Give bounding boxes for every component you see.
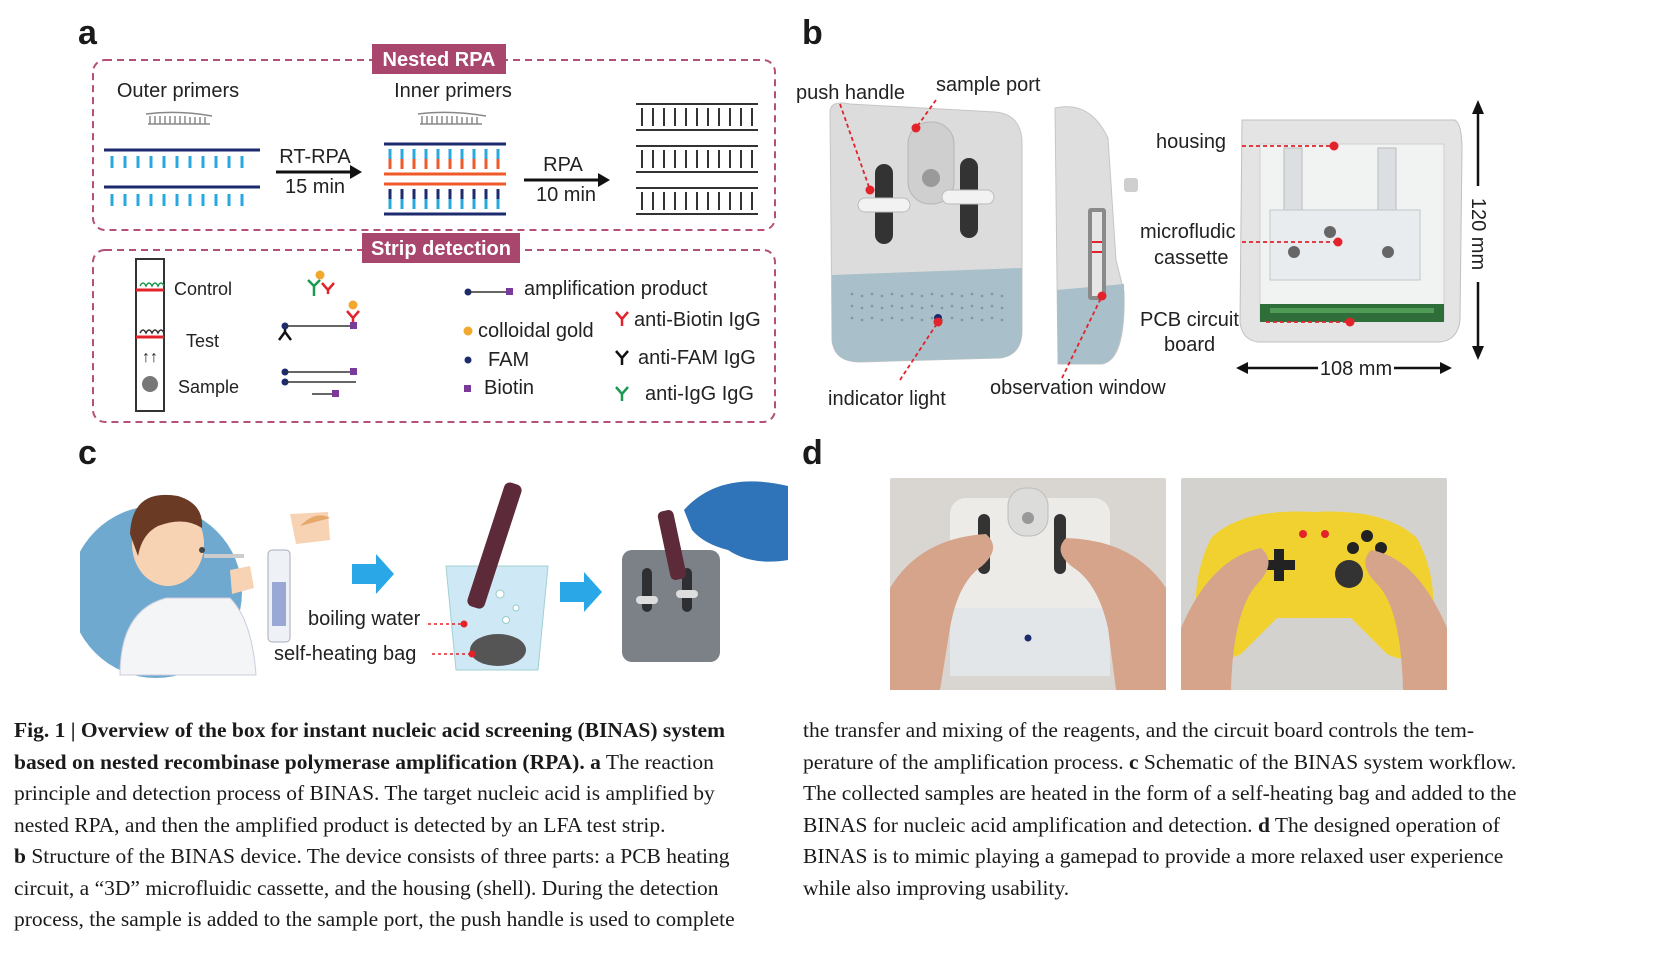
caption-letter-c: c <box>1128 749 1139 774</box>
width-dimension: 108 mm <box>1236 358 1452 380</box>
boiling-cup-illustration <box>445 482 549 671</box>
sample-label: Sample <box>178 377 239 397</box>
step2-label-bottom: 10 min <box>536 184 596 206</box>
test-label: Test <box>186 331 219 351</box>
caption-right-line-2: perature of the amplification process. c… <box>803 747 1593 779</box>
legend-colloidal-gold: colloidal gold <box>478 320 594 342</box>
legend-anti-biotin: anti-Biotin IgG <box>634 309 761 331</box>
label-leaders <box>839 99 1350 381</box>
flow-arrows: ↑↑ <box>142 349 158 366</box>
panel-d-letter: d <box>802 434 823 472</box>
caption-line-2: based on nested recombinase polymerase a… <box>14 747 784 779</box>
panel-c-workflow: boiling water self-heating bag <box>80 481 788 678</box>
caption-right-line-3: The collected samples are heated in the … <box>803 781 1517 805</box>
legend-biotin: Biotin <box>484 377 534 399</box>
label-indicator-light: indicator light <box>828 388 946 410</box>
caption-right-line-6: while also improving usability. <box>803 875 1070 900</box>
step1-label-bottom: 15 min <box>285 176 345 198</box>
control-label: Control <box>174 279 232 299</box>
caption-line-7: process, the sample is added to the samp… <box>14 907 735 931</box>
width-label: 108 mm <box>1320 358 1392 380</box>
workflow-arrow-2 <box>560 572 602 612</box>
panel-b-device: push handle sample port indicator light … <box>796 74 1489 410</box>
photo-binas-in-hands <box>890 478 1166 690</box>
caption-letter-d: d <box>1257 812 1270 837</box>
inner-primer-glyph <box>417 111 487 125</box>
device-front-view <box>829 102 1023 363</box>
legend-anti-fam: anti-FAM IgG <box>638 347 756 369</box>
label-observation-window: observation window <box>990 377 1166 399</box>
caption-right-column: the transfer and mixing of the reagents,… <box>803 715 1593 904</box>
caption-right-line-4: BINAS for nucleic acid amplification and… <box>803 810 1593 842</box>
label-push-handle: push handle <box>796 82 905 104</box>
person-swabbing-illustration <box>80 494 257 678</box>
photo-gamepad-in-hands <box>1181 478 1447 690</box>
device-with-glove-illustration <box>622 481 788 662</box>
caption-letter-a: a <box>590 749 601 774</box>
label-self-heating-bag: self-heating bag <box>274 643 416 665</box>
outer-primer-glyph <box>145 111 213 125</box>
caption-r4a: BINAS for nucleic acid amplification and… <box>803 812 1258 837</box>
label-pcb-1: PCB circuit <box>1140 309 1239 331</box>
caption-line-3: principle and detection process of BINAS… <box>14 781 715 805</box>
caption-line-1: Fig. 1 | Overview of the box for instant… <box>14 715 784 747</box>
panel-a-letter: a <box>78 14 97 52</box>
amplified-dna <box>636 103 758 215</box>
caption-line-6: circuit, a “3D” microfluidic cassette, a… <box>14 875 719 900</box>
control-complex <box>307 270 335 296</box>
device-internal-view <box>1239 119 1463 343</box>
nested-rpa-title-bg <box>372 44 506 74</box>
caption-right-line-1: the transfer and mixing of the reagents,… <box>803 718 1475 742</box>
label-boiling-water: boiling water <box>308 608 421 630</box>
height-label: 120 mm <box>1467 198 1489 270</box>
caption-b-text: Structure of the BINAS device. The devic… <box>25 844 730 868</box>
caption-r2b: Schematic of the BINAS system workflow. <box>1138 749 1517 774</box>
height-dimension: 120 mm <box>1467 100 1489 360</box>
step2-label-top: RPA <box>543 154 583 176</box>
template-dna <box>104 148 260 206</box>
caption-r2a: perature of the amplification process. <box>803 749 1129 774</box>
sample-tube-illustration <box>267 512 330 643</box>
legend-anti-igg: anti-IgG IgG <box>645 383 754 405</box>
strip-title: Strip detection <box>371 238 511 260</box>
nested-rpa-title: Nested RPA <box>383 49 496 71</box>
device-side-view <box>1054 106 1138 365</box>
strip-title-bg <box>362 233 520 263</box>
caption-line-5: b Structure of the BINAS device. The dev… <box>14 841 784 873</box>
legend-amplification-product: amplification product <box>524 278 708 300</box>
label-microfluidic: microfludic <box>1140 221 1236 243</box>
sample-dot <box>142 376 158 392</box>
sample-products <box>281 368 357 397</box>
outer-primers-label: Outer primers <box>117 80 239 102</box>
label-pcb-2: board <box>1164 334 1215 356</box>
caption-left-column: Fig. 1 | Overview of the box for instant… <box>14 715 784 936</box>
label-housing: housing <box>1156 131 1226 153</box>
caption-a-text: The reaction <box>600 749 714 774</box>
panel-c-letter: c <box>78 434 97 472</box>
caption-fig-label: Fig. 1 | <box>14 718 81 742</box>
caption-title-part2: based on nested recombinase polymerase a… <box>14 749 585 774</box>
legend: amplification product colloidal gold FAM… <box>463 278 761 405</box>
caption-right-line-5: BINAS is to mimic playing a gamepad to p… <box>803 844 1504 868</box>
c-leaders <box>428 623 472 655</box>
inner-primers-label: Inner primers <box>394 80 512 102</box>
intermediate-dna <box>384 142 506 216</box>
label-sample-port: sample port <box>936 74 1041 96</box>
label-cassette: cassette <box>1154 247 1228 269</box>
workflow-arrow-1 <box>352 554 394 594</box>
caption-line-4: nested RPA, and then the amplified produ… <box>14 812 666 837</box>
caption-letter-b: b <box>14 844 26 868</box>
panel-b-letter: b <box>802 14 823 52</box>
caption-title-part1: Overview of the box for instant nucleic … <box>80 718 725 742</box>
panel-a-diagram: Nested RPA Outer primers Inner primers R… <box>92 44 776 423</box>
label-dots <box>865 123 1355 327</box>
legend-fam: FAM <box>488 349 529 371</box>
step1-label-top: RT-RPA <box>279 146 351 168</box>
test-complex <box>278 300 360 341</box>
caption-r4b: The designed operation of <box>1269 812 1500 837</box>
